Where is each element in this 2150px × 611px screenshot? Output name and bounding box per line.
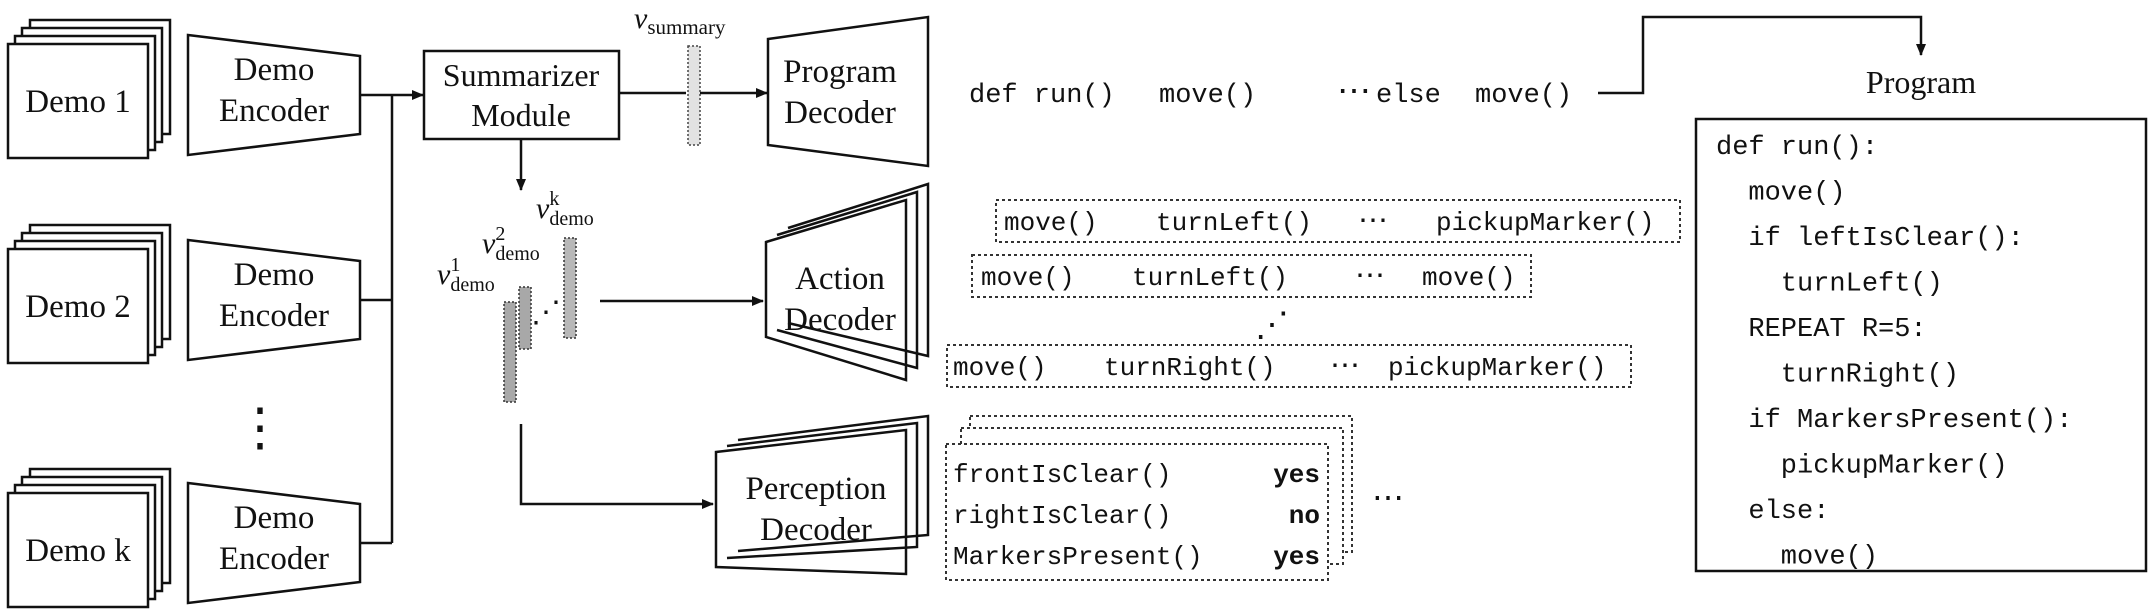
demo-encoder-2: Demo Encoder	[186, 238, 362, 362]
demo-card	[6, 247, 150, 365]
action-sequence-box	[946, 344, 1632, 388]
program-token: move()	[1475, 81, 1572, 111]
action-token: move()	[953, 353, 1047, 383]
action-decoder: Action Decoder	[764, 182, 930, 382]
program-decoder-line1: Program	[783, 54, 897, 90]
program-code-line: turnRight()	[1716, 361, 1959, 391]
program-code-line: move()	[1716, 179, 1846, 209]
perception-value: no	[1289, 501, 1320, 531]
demo-stack-3: Demo k	[6, 467, 172, 609]
action-sequence-box	[995, 199, 1681, 243]
summarizer-line1: Summarizer	[443, 57, 600, 93]
sequence-to-program-arrow	[1598, 15, 1926, 95]
perception-decoder-line1: Perception	[745, 471, 886, 507]
action-sequence-3: move() turnRight() ⋯ pickupMarker()	[946, 344, 1632, 388]
perception-value: yes	[1273, 542, 1320, 572]
program-decoder: Program Decoder	[766, 15, 930, 168]
perception-table: frontIsClear() yes rightIsClear() noMarkers…	[945, 415, 1353, 581]
perception-value: yes	[1273, 460, 1320, 490]
v-demo-1-vector	[503, 301, 517, 403]
encoder-label-line2: Encoder	[219, 541, 329, 577]
perception-condition: MarkersPresent()	[953, 542, 1203, 572]
demo-label: Demo k	[25, 533, 131, 569]
action-decoder-line2: Decoder	[784, 302, 896, 338]
action-token: turnLeft()	[1132, 263, 1288, 293]
demo-ellipsis: ⋮	[234, 400, 286, 457]
program-token: move()	[1159, 81, 1256, 111]
action-ellipsis-inline: ⋯	[1358, 204, 1388, 237]
action-ellipsis: ⋰	[1255, 307, 1289, 344]
demo-stacks: Demo 1 Demo 2 Demo k	[6, 18, 172, 609]
action-token: pickupMarker()	[1436, 208, 1654, 238]
action-token: turnRight()	[1104, 353, 1276, 383]
program-code-line: REPEAT R=5:	[1716, 315, 1927, 345]
v-demo-k-vector	[563, 237, 577, 339]
demo-label: Demo 2	[25, 289, 130, 325]
encoder-label-line1: Demo	[234, 257, 315, 293]
encoder-label-line1: Demo	[234, 500, 315, 536]
summarizer-line2: Module	[471, 97, 571, 133]
program-token: def run()	[969, 81, 1115, 111]
program-code-line: def run():	[1716, 133, 1878, 163]
program-code: def run(): move() if leftIsClear(): turn…	[1716, 133, 2072, 573]
v-demo-vectors: ⋰	[503, 237, 577, 403]
perception-condition: rightIsClear()	[953, 501, 1171, 531]
demo-encoder-1: Demo Encoder	[186, 33, 362, 157]
encoder-label-line2: Encoder	[219, 298, 329, 334]
program-decoder-line2: Decoder	[784, 95, 896, 131]
v-demo-dots: ⋰	[531, 296, 561, 329]
program-box	[1694, 117, 2148, 573]
program-token-sequence: def run() move() ⋯else move()	[969, 73, 1572, 111]
demo-encoder-k: Demo Encoder	[186, 481, 362, 605]
action-token: pickupMarker()	[1388, 353, 1606, 383]
program-code-line: if leftIsClear():	[1716, 224, 2024, 254]
sequence-ellipsis: ⋯	[1337, 73, 1371, 110]
program-code-line: else:	[1716, 497, 1829, 527]
v-summary-vector	[687, 45, 701, 146]
action-token: turnLeft()	[1156, 208, 1312, 238]
action-sequences: move() turnLeft() ⋯ pickupMarker() move() tur…	[946, 199, 1681, 388]
action-sequence-1: move() turnLeft() ⋯ pickupMarker()	[995, 199, 1681, 243]
demo-label: Demo 1	[25, 84, 130, 120]
action-sequence-2: move() turnLeft() ⋯ move()	[971, 254, 1532, 298]
demo-stack-1: Demo 1	[6, 18, 172, 160]
encoder-label-line1: Demo	[234, 52, 315, 88]
encoder-connectors	[360, 90, 424, 545]
action-decoder-line1: Action	[795, 261, 885, 297]
demo-card	[6, 42, 150, 160]
summarizer-module: Summarizer Module	[422, 49, 621, 141]
action-ellipsis-inline: ⋯	[1330, 349, 1360, 382]
action-ellipsis-inline: ⋯	[1355, 259, 1385, 292]
program-token: else	[1376, 81, 1441, 111]
demo-stack-2: Demo 2	[6, 223, 172, 365]
program-title: Program	[1866, 64, 1976, 100]
vdemo-to-perception-decoder-arrow	[519, 424, 714, 509]
action-token: move()	[1004, 208, 1098, 238]
program-code-line: if MarkersPresent():	[1716, 406, 2072, 436]
program-code-line: turnLeft()	[1716, 270, 1943, 300]
action-token: move()	[981, 263, 1075, 293]
perception-decoder-line2: Decoder	[760, 512, 872, 548]
demo-card	[6, 491, 150, 609]
encoder-label-line2: Encoder	[219, 93, 329, 129]
action-sequence-box	[971, 254, 1532, 298]
perception-decoder: Perception Decoder	[714, 414, 930, 576]
action-token: move()	[1422, 263, 1516, 293]
v-demo-2-vector	[518, 286, 532, 350]
v-summary-label: vsummary	[634, 2, 726, 39]
program-code-line: move()	[1716, 543, 1878, 573]
program-code-line: pickupMarker()	[1716, 452, 2008, 482]
perception-condition: frontIsClear()	[953, 460, 1171, 490]
perception-ellipsis: ⋯	[1372, 479, 1404, 515]
